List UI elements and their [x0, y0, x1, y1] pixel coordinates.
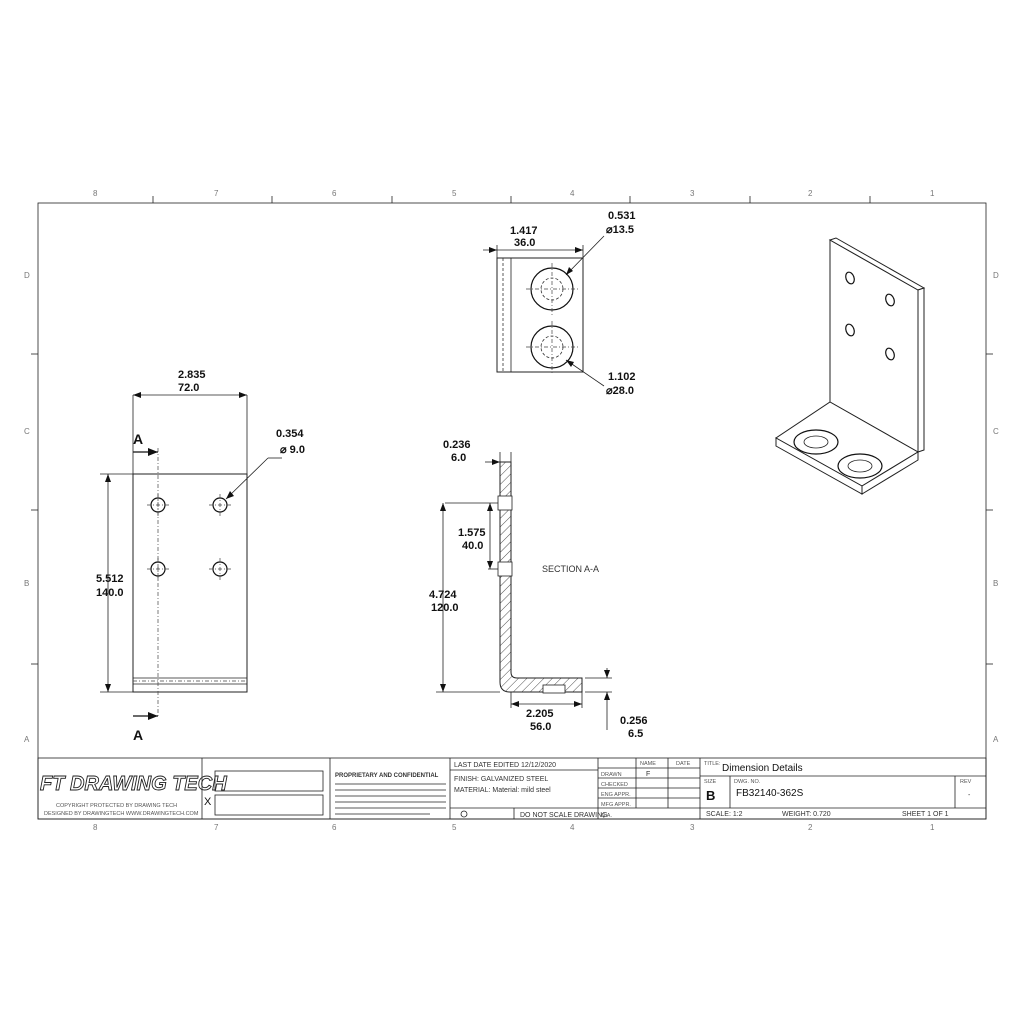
section-pitch-in: 1.575	[458, 527, 486, 539]
zone-left-d: D	[24, 271, 30, 280]
zone-left-a: A	[24, 735, 30, 744]
zone-bottom-2: 2	[808, 823, 813, 832]
zone-left-b: B	[24, 579, 29, 588]
zone-bottom-4: 4	[570, 823, 575, 832]
zone-bottom-3: 3	[690, 823, 695, 832]
last-edit-date: LAST DATE EDITED 12/12/2020	[454, 762, 556, 769]
top-cb-small-mm: ⌀13.5	[606, 224, 634, 236]
zone-top-2: 2	[808, 189, 813, 198]
zone-left-c: C	[24, 427, 30, 436]
checked-label: CHECKED	[601, 782, 628, 788]
rev-value: -	[968, 792, 971, 799]
front-height-in: 5.512	[96, 573, 124, 585]
section-arrow-bottom	[148, 712, 158, 720]
section-thick-mm: 6.0	[451, 452, 466, 464]
title-label: TITLE:	[704, 761, 721, 767]
zone-top-7: 7	[214, 189, 219, 198]
drawing-title: Dimension Details	[722, 763, 803, 774]
sheet-label: SHEET 1 OF 1	[902, 811, 949, 818]
zone-right-b: B	[993, 579, 998, 588]
logo-subtitle-2: DESIGNED BY DRAWINGTECH WWW.DRAWINGTECH.…	[44, 811, 199, 817]
front-width-in: 2.835	[178, 369, 206, 381]
zone-bottom-1: 1	[930, 823, 935, 832]
section-height-mm: 120.0	[431, 602, 459, 614]
zone-bottom-8: 8	[93, 823, 98, 832]
top-width-in: 1.417	[510, 225, 538, 237]
weight-label: WEIGHT: 0.720	[782, 811, 831, 818]
front-view-outline	[132, 473, 248, 693]
finish-label: FINISH: GALVANIZED STEEL	[454, 776, 548, 783]
top-view: 1.417 36.0 0.531 ⌀13.5 1.102 ⌀28.0	[483, 210, 636, 397]
proprietary-label: PROPRIETARY AND CONFIDENTIAL	[335, 773, 439, 779]
zone-bottom-7: 7	[214, 823, 219, 832]
zone-top-4: 4	[570, 189, 575, 198]
zone-bottom-5: 5	[452, 823, 457, 832]
section-marker-bottom: A	[133, 727, 143, 743]
drawn-by: F	[646, 771, 650, 778]
dwg-no-label: DWG. NO.	[734, 779, 761, 785]
section-leg-in: 2.205	[526, 708, 554, 720]
eng-appr-label: ENG APPR.	[601, 792, 631, 798]
rev-label: REV	[960, 779, 972, 785]
zone-top-8: 8	[93, 189, 98, 198]
zone-bottom-6: 6	[332, 823, 337, 832]
zone-right-d: D	[993, 271, 999, 280]
front-view: A A 2.835 72.0 5.512 140.0 0.354 ⌀ 9.0	[96, 369, 305, 743]
zone-top-1: 1	[930, 189, 935, 198]
section-height-in: 4.724	[429, 589, 457, 601]
section-leg-mm: 56.0	[530, 721, 551, 733]
section-arrow-top	[148, 448, 158, 456]
zone-top-5: 5	[452, 189, 457, 198]
section-thick-in: 0.236	[443, 439, 471, 451]
zone-top-3: 3	[690, 189, 695, 198]
dwg-no-value: FB32140-362S	[736, 788, 804, 799]
isometric-view	[775, 237, 926, 495]
zone-ticks	[31, 196, 993, 665]
size-label: SIZE	[704, 779, 717, 785]
scale-label: SCALE: 1:2	[706, 811, 743, 818]
zone-top-6: 6	[332, 189, 337, 198]
do-not-scale: DO NOT SCALE DRAWING	[520, 812, 608, 819]
drawn-label: DRAWN	[601, 772, 622, 778]
section-marker-top: A	[133, 431, 143, 447]
top-view-outline	[496, 257, 584, 373]
front-height-mm: 140.0	[96, 587, 124, 599]
zone-labels-bottom: 8 7 6 5 4 3 2 1	[93, 823, 935, 832]
date-column: DATE	[676, 761, 691, 767]
size-value: B	[706, 788, 715, 803]
zone-right-c: C	[993, 427, 999, 436]
logo-text: FT DRAWING TECH	[40, 773, 227, 795]
section-pitch-mm: 40.0	[462, 540, 483, 552]
logo-subtitle-1: COPYRIGHT PROTECTED BY DRAWING TECH	[56, 803, 177, 809]
top-cb-small-in: 0.531	[608, 210, 636, 222]
section-base-in: 0.256	[620, 715, 648, 727]
section-view: SECTION A-A 0.236 6.0 1.575 40.0 4.724 1…	[429, 439, 648, 740]
title-block: FT DRAWING TECH COPYRIGHT PROTECTED BY D…	[37, 757, 987, 820]
zone-labels-side: D C B A D C B A	[24, 271, 999, 744]
top-cb-large-mm: ⌀28.0	[606, 385, 634, 397]
zone-right-a: A	[993, 735, 999, 744]
name-column: NAME	[640, 761, 656, 767]
mfg-appr-label: MFG APPR.	[601, 802, 631, 808]
x-mark: X	[204, 796, 212, 808]
qa-label: Q.A.	[601, 813, 612, 819]
front-hole-in: 0.354	[276, 428, 304, 440]
section-profile	[499, 461, 583, 693]
material-label: MATERIAL: Material: mild steel	[454, 787, 551, 794]
top-cb-large-in: 1.102	[608, 371, 636, 383]
front-width-mm: 72.0	[178, 382, 199, 394]
top-width-mm: 36.0	[514, 237, 535, 249]
zone-labels-top: 8 7 6 5 4 3 2 1	[93, 189, 935, 198]
section-label: SECTION A-A	[542, 564, 599, 574]
front-hole-mm: ⌀ 9.0	[280, 444, 305, 456]
section-base-mm: 6.5	[628, 728, 643, 740]
